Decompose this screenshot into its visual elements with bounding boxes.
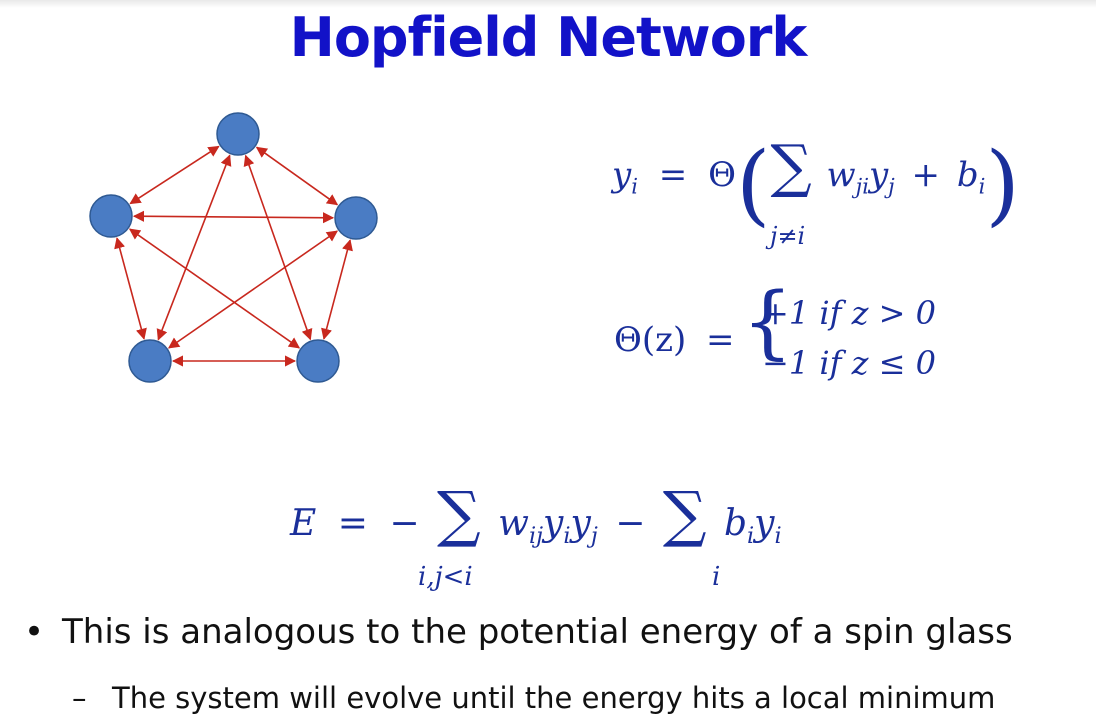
edge-n-top-n-right bbox=[255, 146, 339, 206]
energy-sum-2-under: i bbox=[712, 562, 721, 592]
eq-equals: = bbox=[658, 155, 688, 195]
energy-y1-sub: i bbox=[563, 522, 571, 549]
edge-n-left-n-right bbox=[132, 210, 335, 224]
energy-lhs: E bbox=[290, 503, 317, 544]
energy-equation: E = − ∑ wijyiyj − ∑ biyi bbox=[290, 484, 782, 549]
eq-b-sub: i bbox=[978, 173, 986, 199]
energy-y1: y bbox=[543, 503, 564, 544]
eq-sum: ∑ bbox=[770, 132, 812, 200]
sub-bullet-text: The system will evolve until the energy … bbox=[112, 681, 996, 715]
update-equation: yi = Θ(∑ wjiyj + bi) bbox=[612, 137, 1020, 229]
node-n-top bbox=[216, 112, 260, 156]
activation-lhs: Θ(z) bbox=[614, 320, 687, 360]
slide-title: Hopfield Network bbox=[289, 6, 808, 69]
energy-y-sub: i bbox=[774, 522, 782, 549]
network-edges bbox=[114, 145, 353, 367]
main-bullet: • This is analogous to the potential ener… bbox=[24, 612, 1013, 652]
bullet-marker: • bbox=[24, 612, 45, 652]
eq-b: b bbox=[956, 155, 979, 195]
node-n-bottom-right bbox=[296, 339, 340, 383]
energy-y: y bbox=[754, 503, 775, 544]
edge-n-top-n-bottom-left bbox=[156, 154, 232, 341]
activation-equals: = bbox=[706, 320, 735, 360]
activation-case-2: −1 if z ≤ 0 bbox=[762, 344, 936, 382]
eq-y-sub: j bbox=[888, 173, 895, 199]
eq-open-paren: ( bbox=[735, 132, 771, 236]
edge-n-left-n-bottom-left bbox=[114, 237, 147, 340]
energy-w: w bbox=[498, 503, 529, 544]
main-bullet-text: This is analogous to the potential energ… bbox=[62, 612, 1013, 652]
eq-sum-under: j≠i bbox=[770, 222, 806, 250]
eq-w-sub: ji bbox=[855, 173, 869, 199]
energy-sum-2: ∑ bbox=[662, 479, 707, 550]
activation-brace: { bbox=[742, 275, 793, 368]
activation-case-1: +1 if z > 0 bbox=[762, 294, 936, 332]
eq-plus: + bbox=[911, 155, 941, 195]
energy-sum-1: ∑ bbox=[436, 479, 481, 550]
eq-theta: Θ bbox=[708, 155, 736, 195]
energy-y2: y bbox=[570, 503, 591, 544]
energy-equals: = bbox=[337, 503, 368, 544]
edge-n-right-n-bottom-left bbox=[167, 230, 339, 349]
edge-n-top-n-bottom-right bbox=[243, 154, 313, 341]
energy-w-sub: ij bbox=[528, 522, 544, 549]
sub-bullet-marker: – bbox=[72, 681, 87, 715]
node-n-left bbox=[89, 194, 133, 238]
energy-minus-1: − bbox=[389, 503, 420, 544]
edge-n-right-n-bottom-right bbox=[321, 239, 353, 340]
energy-y2-sub: j bbox=[590, 522, 598, 549]
eq-close-paren: ) bbox=[985, 132, 1020, 236]
energy-b: b bbox=[723, 503, 748, 544]
edge-n-top-n-left bbox=[129, 145, 220, 205]
network-nodes bbox=[89, 112, 378, 383]
node-n-bottom-left bbox=[128, 339, 172, 383]
eq-y: y bbox=[868, 155, 889, 195]
eq-w: w bbox=[826, 155, 856, 195]
edge-n-left-n-bottom-right bbox=[128, 228, 301, 349]
energy-b-sub: i bbox=[747, 522, 755, 549]
node-n-right bbox=[334, 196, 378, 240]
eq-lhs-y: y bbox=[612, 155, 632, 195]
energy-sum-1-under: i,j<i bbox=[418, 562, 473, 592]
energy-minus-2: − bbox=[615, 503, 646, 544]
sub-bullet: –The system will evolve until the energy… bbox=[72, 681, 995, 715]
slide-top-shade bbox=[0, 0, 1096, 8]
eq-lhs-sub: i bbox=[631, 173, 638, 199]
